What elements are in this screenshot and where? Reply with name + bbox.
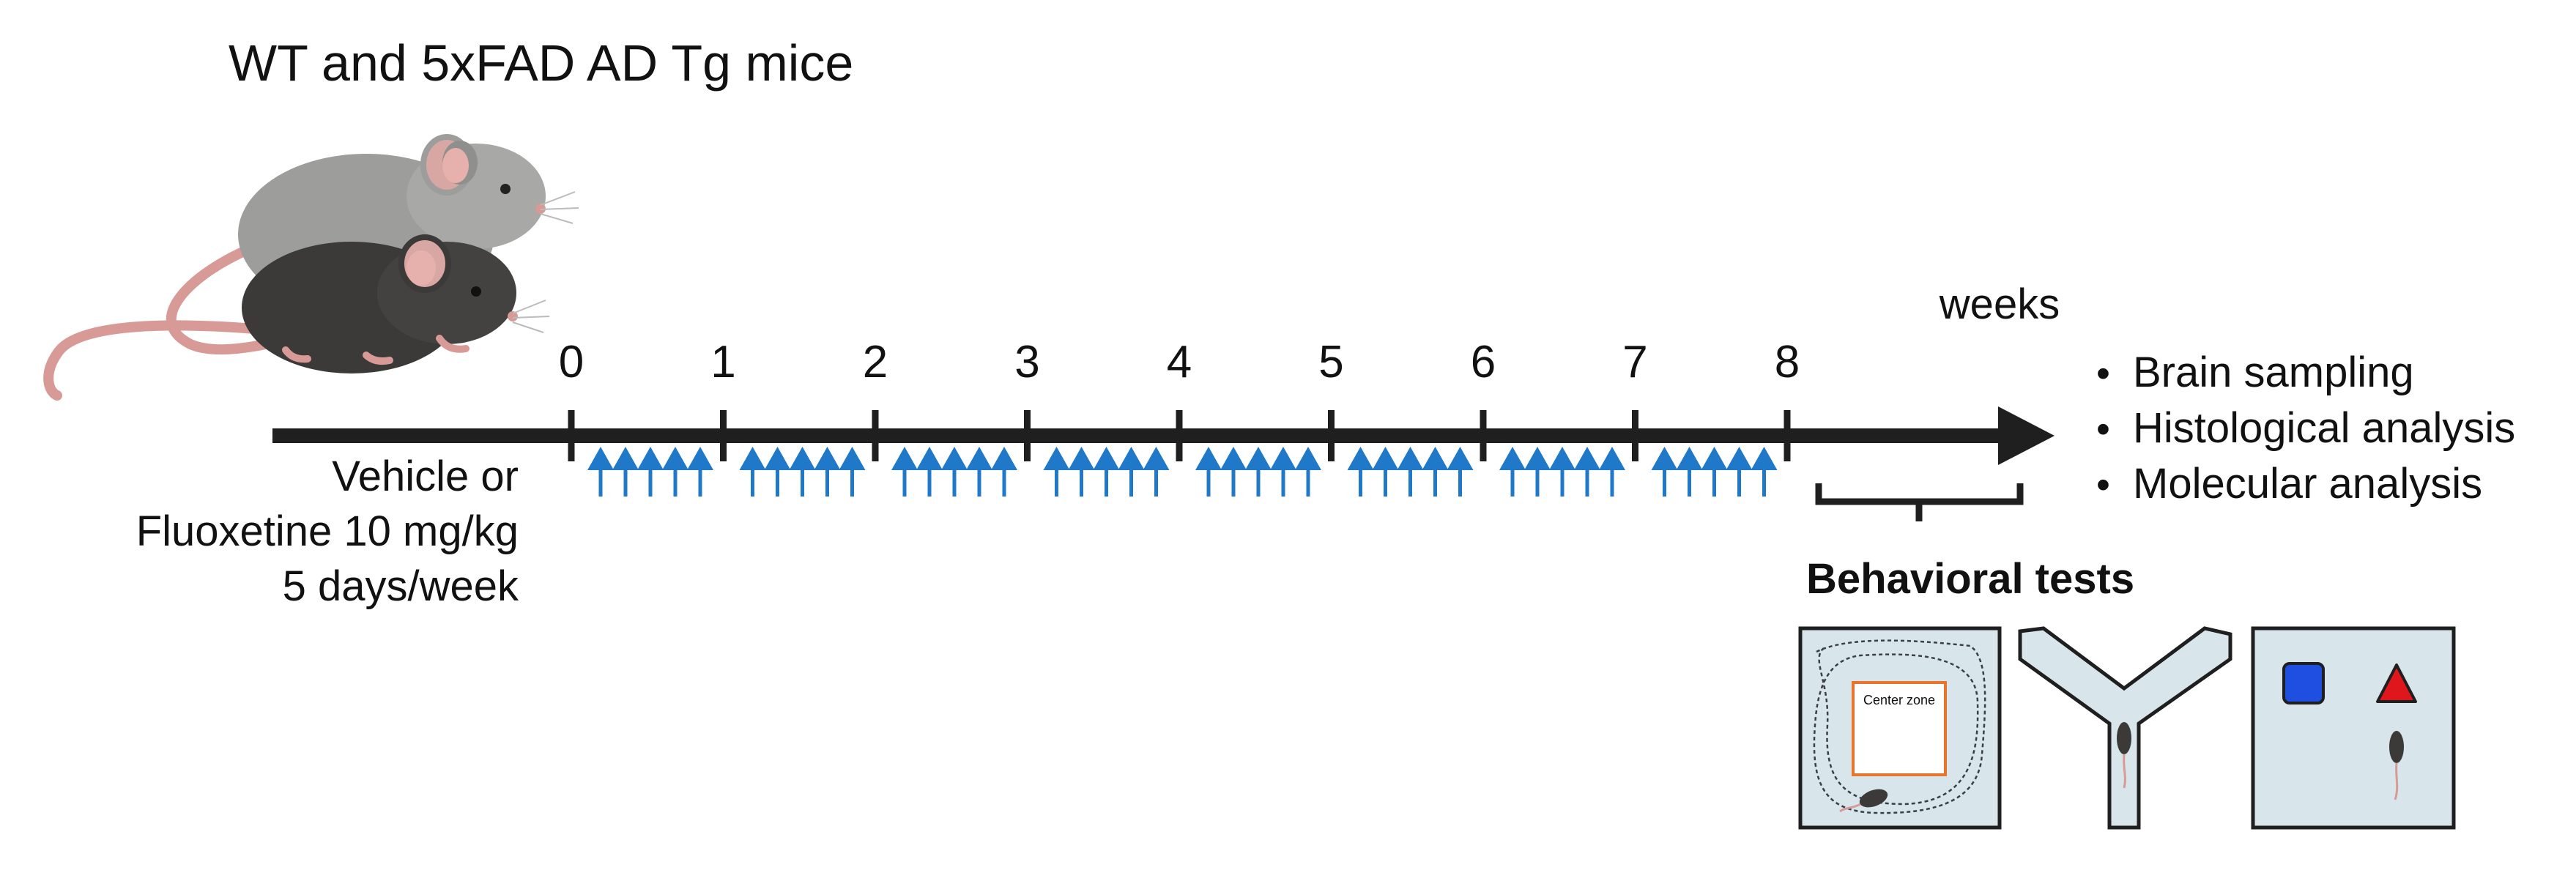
open-field-trajectory	[1813, 639, 1986, 814]
injection-arrow-icon	[587, 447, 614, 497]
object-recognition-arena	[2251, 626, 2456, 830]
injection-arrow-icon	[1397, 447, 1424, 497]
injection-arrow-icon	[1245, 447, 1272, 497]
outcome-bullet-3: •	[2096, 463, 2110, 507]
outcome-bullet-2: •	[2096, 407, 2110, 451]
injection-arrow-icon	[1524, 447, 1551, 497]
injection-arrow-icon	[1574, 447, 1600, 497]
injection-arrow-icon	[1068, 447, 1095, 497]
injection-arrow-icon	[1143, 447, 1170, 497]
injection-arrow-icon	[687, 447, 713, 497]
injection-arrow-icon	[1447, 447, 1474, 497]
injection-arrow-icon	[1726, 447, 1753, 497]
treatment-line-3: 5 days/week	[283, 562, 519, 610]
injection-arrow-icon	[1220, 447, 1247, 497]
injection-arrow-icon	[1093, 447, 1120, 497]
injection-arrow-icon	[1043, 447, 1070, 497]
week-label-7: 7	[1622, 337, 1647, 387]
center-zone-label: Center zone	[1863, 693, 1935, 707]
injection-arrow-icon	[1295, 447, 1321, 497]
open-field-arena: Center zone	[1798, 626, 2002, 830]
outcome-bullet-1: •	[2096, 352, 2110, 395]
novel-object-triangle	[2376, 663, 2417, 703]
week-tick-3	[1024, 410, 1031, 461]
open-field-mouse-icon	[1839, 789, 1888, 813]
injection-arrow-icon	[1499, 447, 1526, 497]
week-tick-0	[568, 410, 575, 461]
injection-arrow-icon	[637, 447, 664, 497]
injection-arrow-icon	[1195, 447, 1222, 497]
week-tick-5	[1328, 410, 1335, 461]
injection-arrow-icon	[1549, 447, 1575, 497]
behavior-bracket	[1815, 483, 2024, 521]
injection-arrow-icon	[789, 447, 816, 497]
timeline-axis	[272, 428, 2007, 443]
y-maze-mouse-icon	[2117, 722, 2131, 789]
injection-arrow-icon	[1118, 447, 1145, 497]
injection-arrow-icon	[1270, 447, 1296, 497]
injection-arrow-icon	[662, 447, 688, 497]
week-label-5: 5	[1318, 337, 1343, 387]
outcome-molecular-analysis: Molecular analysis	[2133, 460, 2482, 508]
week-tick-2	[872, 410, 879, 461]
week-label-4: 4	[1167, 337, 1192, 387]
outcome-histological-analysis: Histological analysis	[2133, 404, 2515, 452]
y-maze	[2018, 626, 2232, 830]
center-zone-box	[1852, 681, 1947, 776]
week-tick-1	[720, 410, 727, 461]
outcome-brain-sampling: Brain sampling	[2133, 349, 2414, 396]
injection-arrow-icon	[1347, 447, 1374, 497]
dark-mouse-icon	[43, 234, 550, 401]
injection-arrow-icon	[991, 447, 1017, 497]
week-tick-8	[1783, 410, 1791, 461]
treatment-line-2: Fluoxetine 10 mg/kg	[136, 508, 519, 555]
injection-arrows	[587, 447, 1778, 497]
injection-arrow-icon	[966, 447, 992, 497]
treatment-line-1: Vehicle or	[332, 453, 519, 500]
injection-arrow-icon	[916, 447, 943, 497]
week-label-8: 8	[1775, 337, 1800, 387]
injection-arrow-icon	[1651, 447, 1678, 497]
behavioral-tests-title: Behavioral tests	[1806, 555, 2134, 603]
weeks-unit-label: weeks	[1939, 280, 2060, 328]
familiar-object-square	[2282, 662, 2325, 704]
injection-arrow-icon	[839, 447, 866, 497]
injection-arrow-icon	[941, 447, 968, 497]
week-label-2: 2	[863, 337, 888, 387]
object-arena-mouse-icon	[2389, 731, 2404, 800]
injection-arrow-icon	[1751, 447, 1778, 497]
week-label-3: 3	[1014, 337, 1039, 387]
injection-arrow-icon	[1676, 447, 1703, 497]
week-ticks: 0 1 2 3 4 5 6 7 8	[559, 337, 1800, 461]
injection-arrow-icon	[612, 447, 639, 497]
injection-arrow-icon	[1701, 447, 1728, 497]
injection-arrow-icon	[739, 447, 766, 497]
week-tick-6	[1480, 410, 1487, 461]
study-title: WT and 5xFAD AD Tg mice	[229, 34, 853, 92]
week-label-1: 1	[710, 337, 735, 387]
injection-arrow-icon	[814, 447, 841, 497]
week-tick-4	[1176, 410, 1183, 461]
injection-arrow-icon	[764, 447, 791, 497]
week-tick-7	[1632, 410, 1638, 461]
week-label-0: 0	[559, 337, 584, 387]
injection-arrow-icon	[891, 447, 918, 497]
injection-arrow-icon	[1422, 447, 1449, 497]
timeline-arrowhead-icon	[1998, 406, 2055, 465]
injection-arrow-icon	[1372, 447, 1399, 497]
week-label-6: 6	[1471, 337, 1496, 387]
injection-arrow-icon	[1599, 447, 1625, 497]
mice-illustration	[43, 134, 579, 401]
